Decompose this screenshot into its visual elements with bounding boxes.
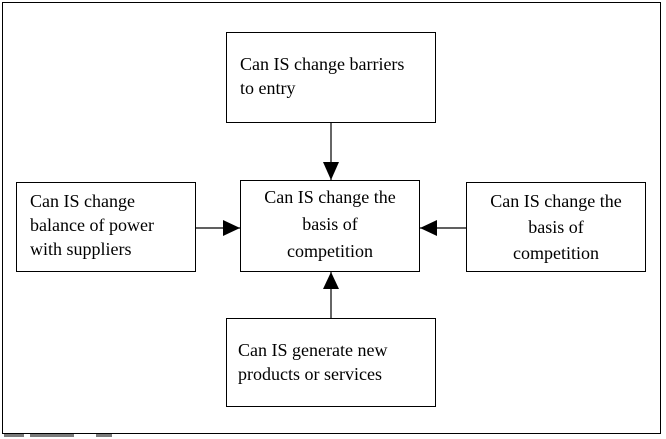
caption-fragment-mark	[4, 434, 24, 437]
node-line: Can IS generate new	[238, 340, 388, 360]
caption-fragment-mark	[96, 434, 112, 437]
node-text: Can IS change balance of power with supp…	[30, 189, 154, 261]
node-basis-of-competition-center: Can IS change the basis of competition	[240, 180, 420, 272]
node-line: Can IS change	[30, 191, 135, 211]
node-basis-of-competition-right: Can IS change the basis of competition	[466, 182, 646, 272]
node-line: to entry	[240, 78, 296, 98]
node-line: balance of power	[30, 215, 154, 235]
node-text: Can IS change the basis of competition	[467, 188, 645, 266]
arrowhead-top	[323, 162, 339, 180]
node-text: Can IS change the basis of competition	[241, 184, 419, 265]
node-line: basis of	[302, 214, 358, 234]
node-supplier-power: Can IS change balance of power with supp…	[16, 182, 196, 272]
node-barriers-to-entry: Can IS change barriers to entry	[226, 32, 436, 123]
caption-fragment-mark	[30, 434, 74, 437]
node-line: competition	[513, 243, 599, 263]
arrowhead-bottom	[323, 272, 339, 289]
node-line: competition	[287, 241, 373, 261]
node-line: Can IS change the	[490, 191, 622, 211]
arrowhead-left	[223, 220, 240, 236]
node-line: with suppliers	[30, 239, 132, 259]
node-line: Can IS change the	[264, 187, 396, 207]
node-line: Can IS change barriers	[240, 54, 405, 74]
node-new-products-services: Can IS generate new products or services	[226, 318, 436, 407]
cropped-caption-fragment	[0, 432, 666, 439]
node-line: products or services	[238, 364, 382, 384]
diagram-frame	[2, 2, 661, 434]
node-line: basis of	[528, 217, 584, 237]
node-text: Can IS generate new products or services	[238, 338, 387, 386]
arrowhead-right	[420, 220, 437, 236]
node-text: Can IS change barriers to entry	[240, 52, 404, 100]
